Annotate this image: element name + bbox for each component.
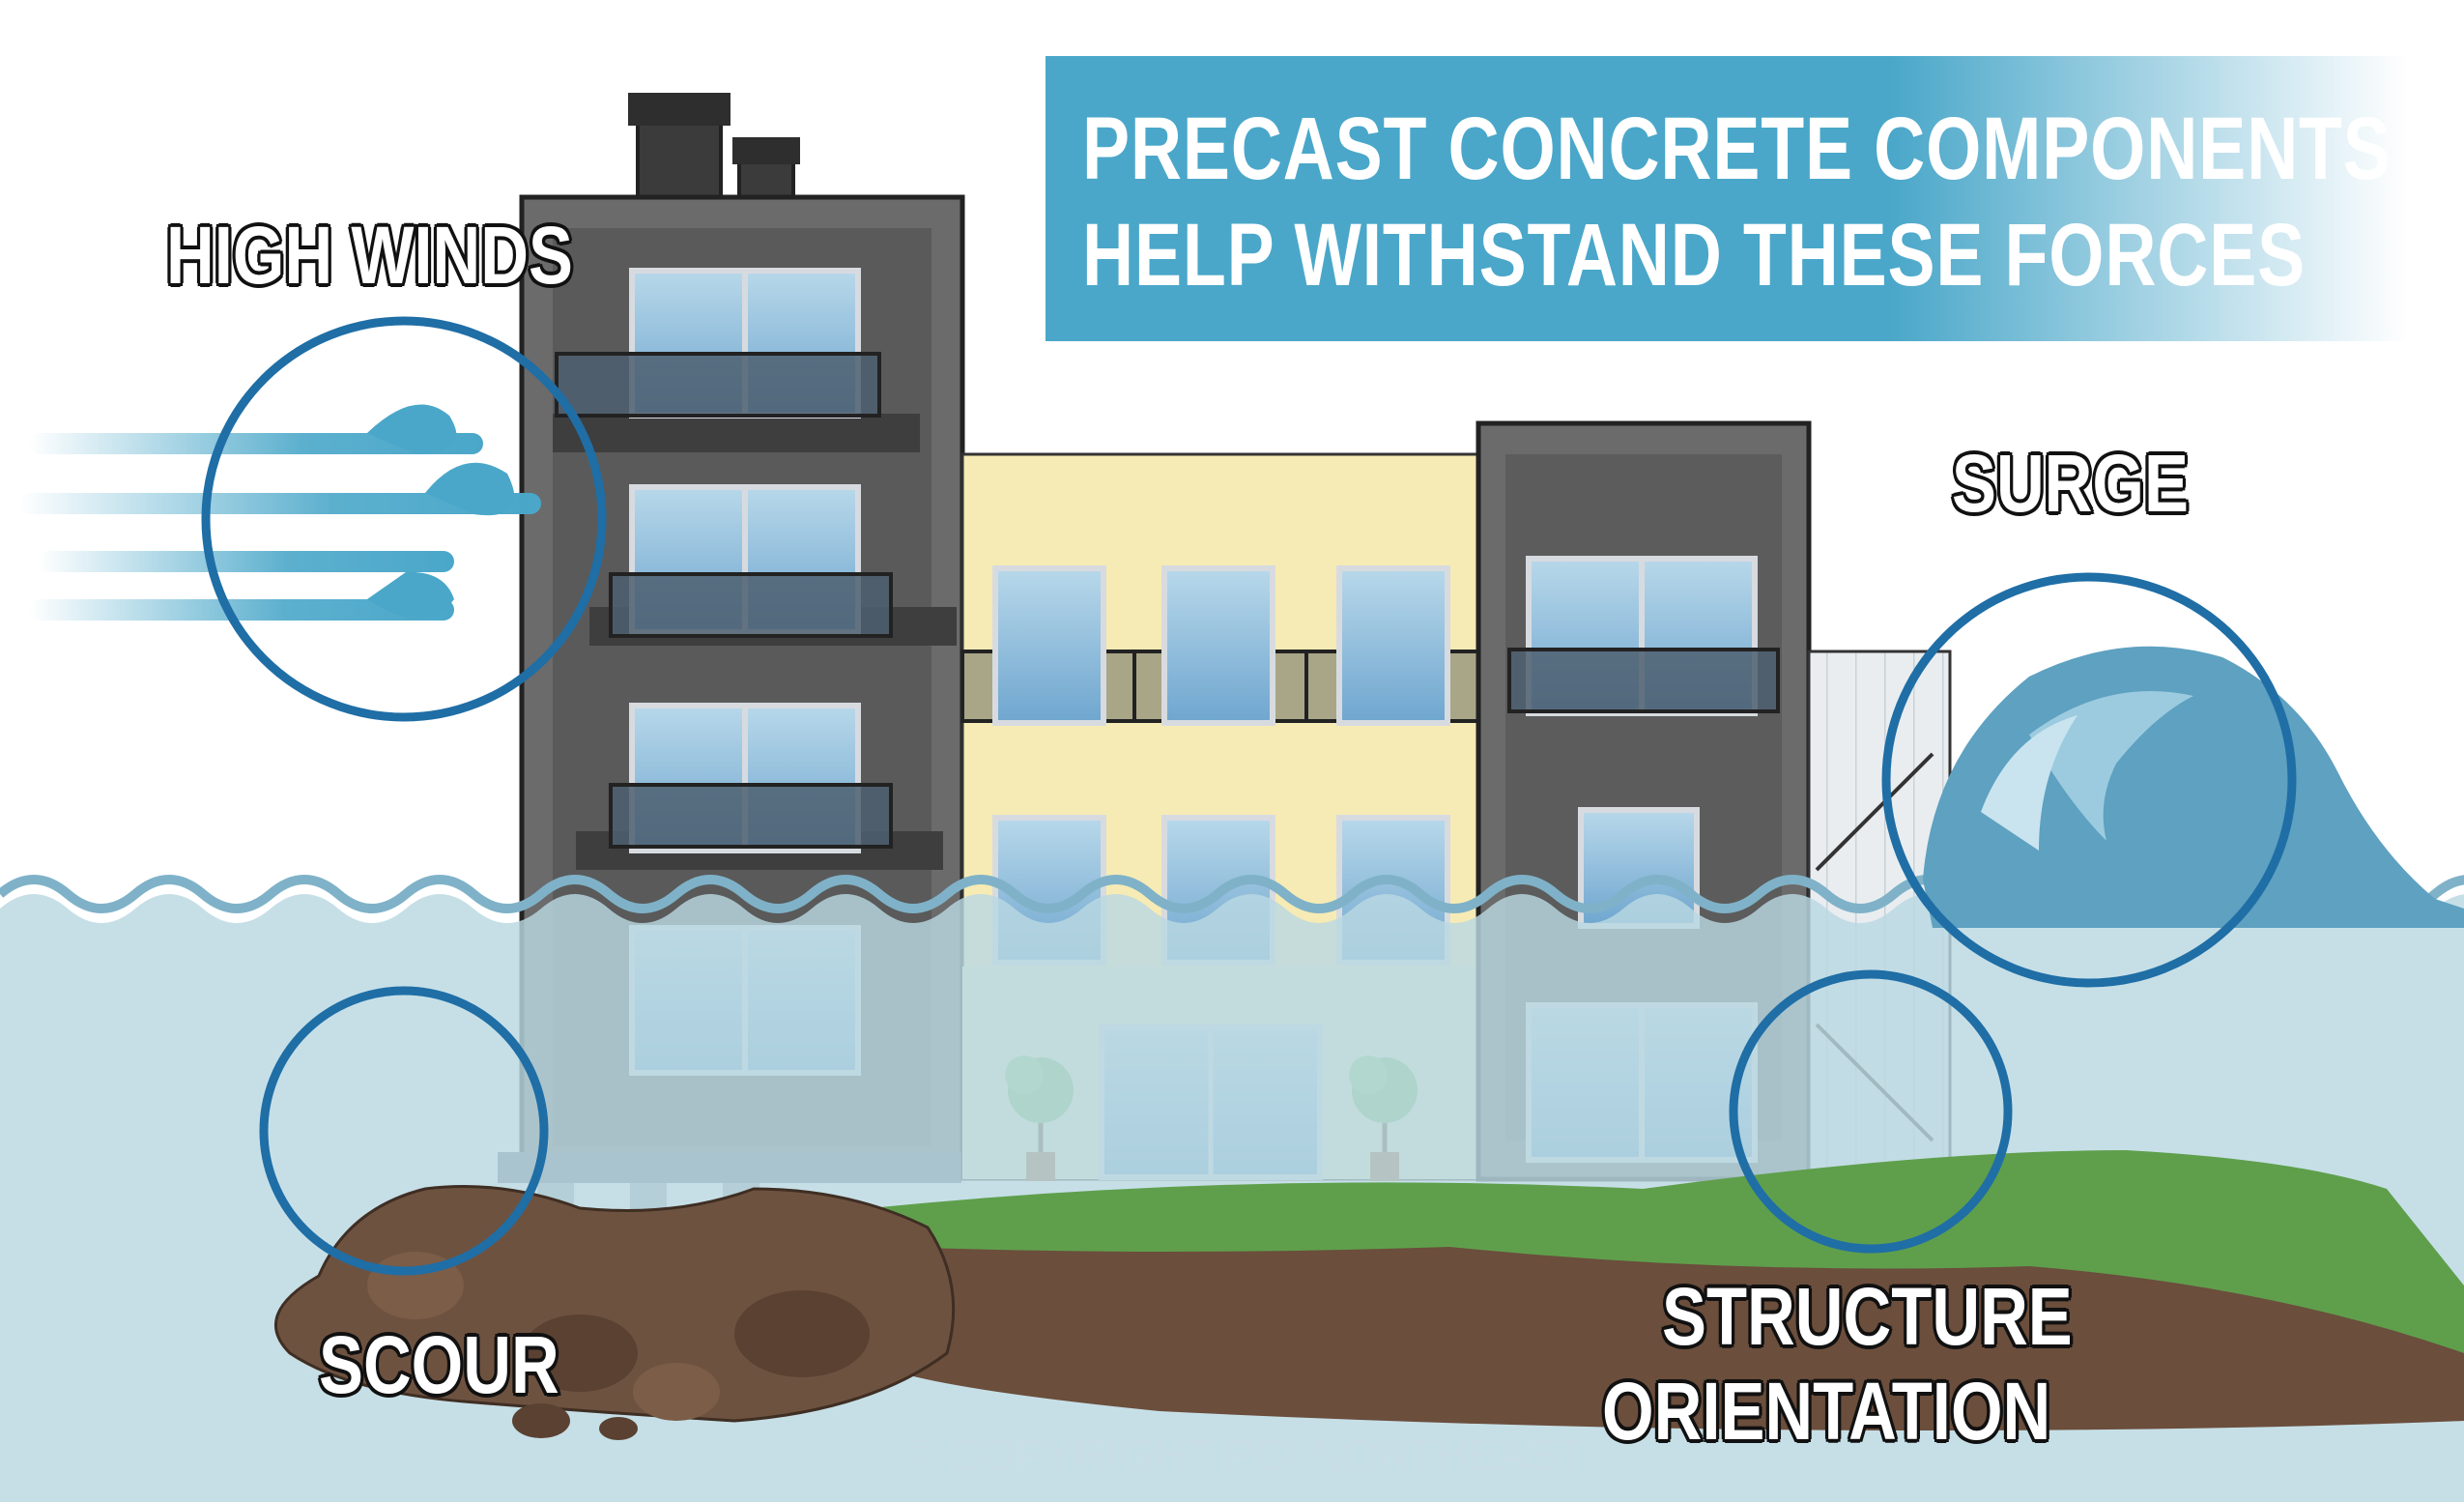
- banner-line-2: HELP WITHSTAND THESE FORCES: [1082, 206, 2306, 304]
- balcony-railing: [609, 783, 893, 849]
- label-structure: STRUCTURE: [1660, 1271, 2075, 1362]
- wave-icon: [1923, 646, 2464, 928]
- label-surge: SURGE: [1950, 438, 2191, 529]
- balcony-railing: [1507, 648, 1780, 713]
- wind-icon: [19, 404, 541, 621]
- window: [1336, 565, 1450, 726]
- label-scour: SCOUR: [317, 1319, 561, 1410]
- high-winds-circle: [201, 316, 607, 722]
- copyright-notice: © COPYRIGHT PCI NORTHEAST: [903, 1430, 1585, 1480]
- scour-circle: [259, 986, 549, 1276]
- surge-circle: [1881, 572, 2297, 988]
- island: [273, 1150, 2464, 1440]
- balcony-railing: [609, 572, 893, 638]
- window: [992, 565, 1106, 726]
- label-high-winds: HIGH WINDS: [164, 210, 575, 301]
- label-orientation: ORIENTATION: [1600, 1366, 2052, 1457]
- structure-orientation-circle: [1729, 969, 2013, 1254]
- headline-banner: PRECAST CONCRETE COMPONENTS HELP WITHSTA…: [1046, 56, 2408, 341]
- window: [1161, 565, 1275, 726]
- balcony-railing: [555, 352, 881, 418]
- banner-line-1: PRECAST CONCRETE COMPONENTS: [1082, 100, 2392, 198]
